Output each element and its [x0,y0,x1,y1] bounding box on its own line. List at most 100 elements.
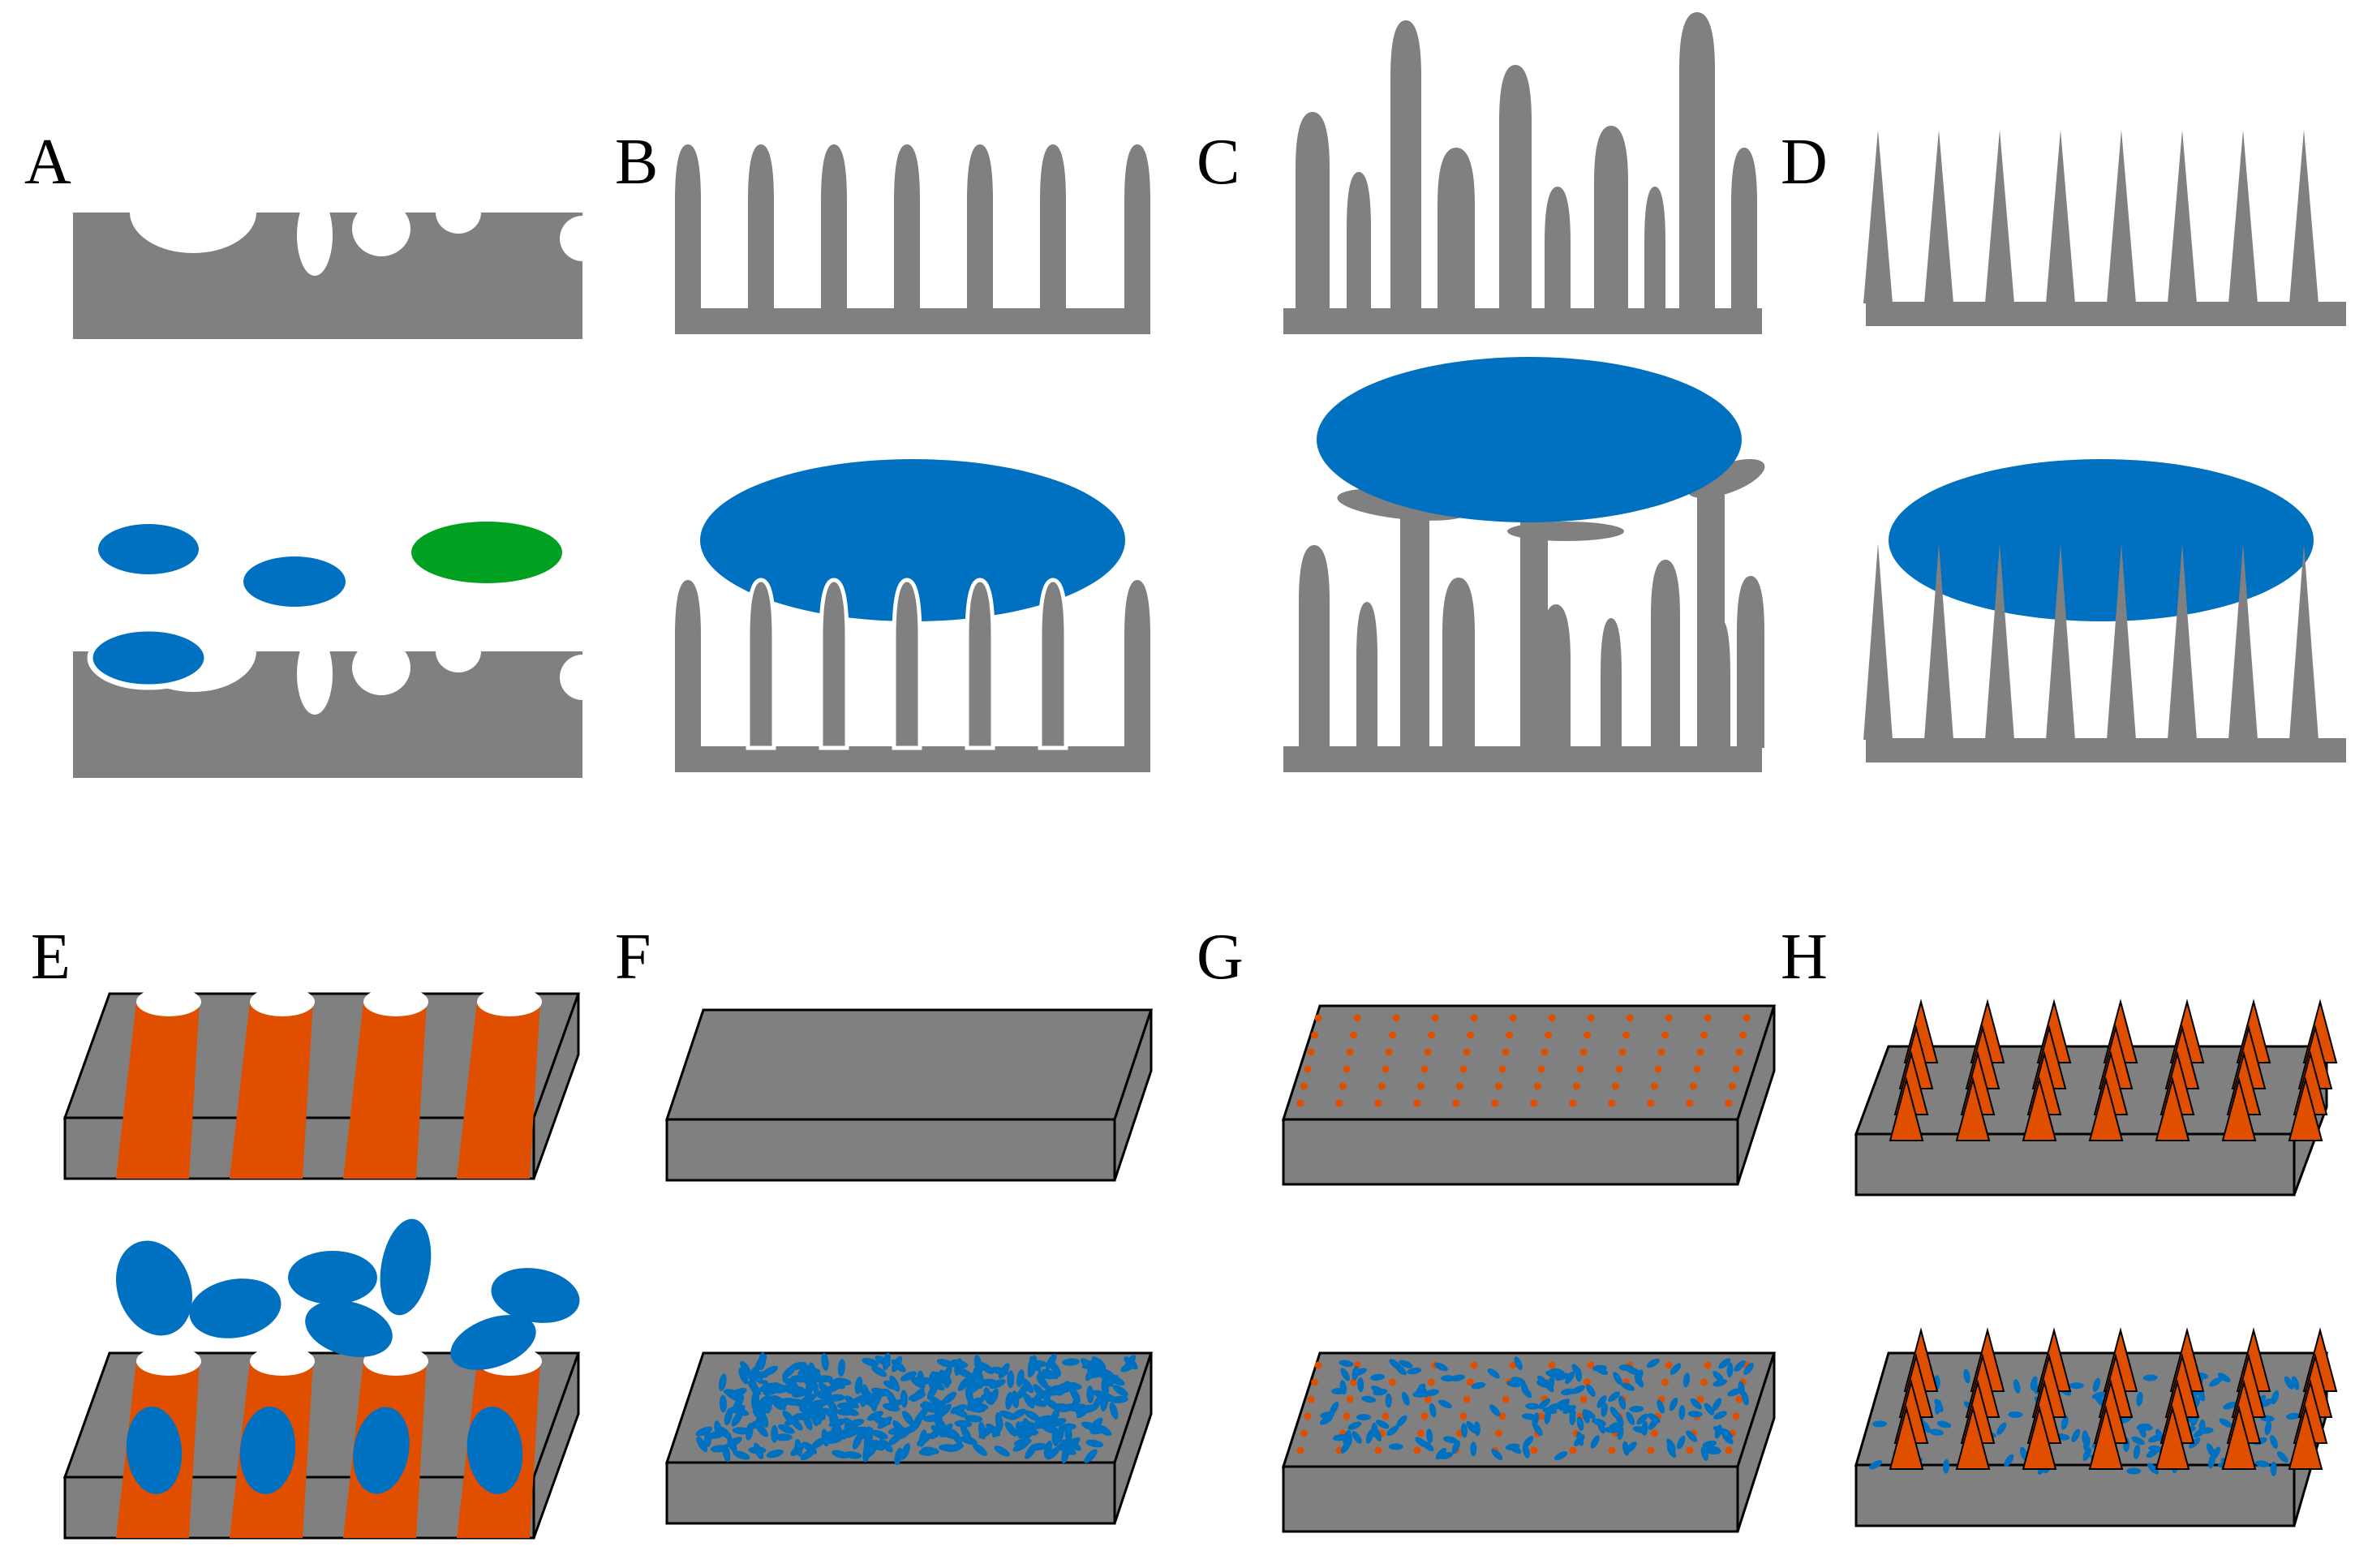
adhered-bacterium [1332,1434,1347,1441]
nanodot [1506,1031,1514,1039]
adhered-bacterium [1471,1381,1486,1390]
nanodot [1420,1412,1429,1420]
adhered-bacterium [1560,1388,1575,1395]
nanodot [1686,1446,1694,1454]
nanocone [1955,1076,1991,1141]
adhered-bacterium [1029,1360,1047,1368]
nanodot [1300,1082,1308,1090]
bent-tip [1507,522,1624,541]
adhered-bacterium [1069,1386,1081,1403]
adhered-bacterium [978,1362,995,1374]
adhered-bacterium [1365,1429,1374,1444]
adhered-bacterium [827,1394,845,1402]
adhered-bacterium [946,1443,965,1453]
adhered-bacterium [778,1424,795,1434]
adhered-bacterium [1085,1439,1104,1448]
nanocone [2022,1076,2057,1141]
block-side-face [532,993,580,1179]
adhered-bacterium [733,1450,750,1460]
panel-b-top [675,144,1150,334]
cell-in-tube [239,1407,296,1494]
adhered-bacterium [2208,1454,2215,1469]
nanodot [1350,1378,1358,1386]
nanodot [1735,1395,1743,1403]
nanocone [2022,1405,2057,1470]
nanodot [1416,1082,1425,1090]
adhered-bacterium [936,1359,955,1368]
nanocone [1955,1405,1991,1470]
adhered-bacterium [926,1383,939,1400]
adhered-bacterium [1726,1363,1734,1377]
nanopillar [967,144,993,310]
adhered-bacterium [748,1446,767,1454]
adhered-bacterium [1473,1421,1480,1437]
adhered-bacterium [1418,1384,1429,1398]
nanopillar [748,144,774,310]
adhered-bacterium [1727,1388,1742,1397]
adhered-bacterium [748,1364,761,1380]
nanodot [1382,1065,1390,1073]
nanodot [1647,1446,1655,1454]
nanodot [1304,1412,1312,1420]
adhered-bacterium [1450,1374,1465,1381]
bent-nanocolumn [1520,519,1548,771]
panel-c-top [1283,12,1762,334]
adhered-bacterium [1016,1383,1029,1399]
nanotube [230,1002,313,1179]
nanocolumn [1390,20,1421,310]
nanodot [1587,1361,1595,1369]
adhered-bacterium [1442,1436,1458,1444]
bent-nanocolumn [1697,495,1725,771]
adhered-bacterium [1575,1367,1582,1382]
adhered-bacterium [1629,1405,1644,1413]
nanodot [1725,1099,1733,1107]
adhered-bacterium [1582,1409,1590,1424]
panel-e-bottom [62,1218,581,1540]
adhered-bacterium [1491,1449,1503,1460]
adhered-bacterium [1012,1441,1029,1452]
adhered-bacterium [750,1393,759,1411]
adhered-bacterium [973,1355,982,1373]
nanocolumn [1601,618,1622,748]
nanodot [1413,1446,1421,1454]
adhered-bacterium [1636,1413,1648,1425]
nanodot [1533,1082,1541,1090]
nanocone [2221,1076,2257,1141]
nanocone [1889,1076,1924,1141]
adhered-bacterium [2008,1411,2023,1419]
adhered-bacterium [738,1368,749,1385]
block-front-face [665,1461,1116,1525]
panel-d-top [1863,130,2346,326]
nanocolumn [1437,148,1475,310]
adhered-bacterium [1352,1431,1362,1444]
adhered-bacterium [1666,1438,1676,1452]
nanodot [1693,1065,1701,1073]
nanodot [1650,1429,1658,1437]
adhered-bacterium [918,1448,937,1456]
adhered-bacterium [1678,1405,1686,1420]
nanotube-opening [250,1347,315,1376]
adhered-bacterium [1942,1458,1950,1474]
adhered-bacterium [913,1412,923,1430]
panel-label-f: F [615,921,651,993]
adhered-bacterium [1597,1420,1605,1434]
adhered-bacterium [1670,1363,1682,1375]
panel-f-bottom [664,1351,1154,1525]
nanodot [1300,1429,1308,1437]
nanodot [1700,1378,1708,1386]
adhered-bacterium [1704,1403,1715,1415]
adhered-bacterium [2147,1463,2159,1475]
adhered-bacterium [2148,1434,2163,1443]
adhered-bacterium [2270,1461,2277,1476]
adhered-bacterium [1029,1398,1047,1407]
nanodot [1689,1082,1697,1090]
block-front-face [1854,1463,2296,1527]
nanospike [1863,130,1893,303]
adhered-bacterium [727,1436,737,1454]
nanodot [1498,1412,1506,1420]
adhered-bacterium [718,1373,727,1391]
nanocone [1889,1405,1924,1470]
nanodot [1530,1099,1538,1107]
adhered-bacterium [1043,1385,1052,1403]
